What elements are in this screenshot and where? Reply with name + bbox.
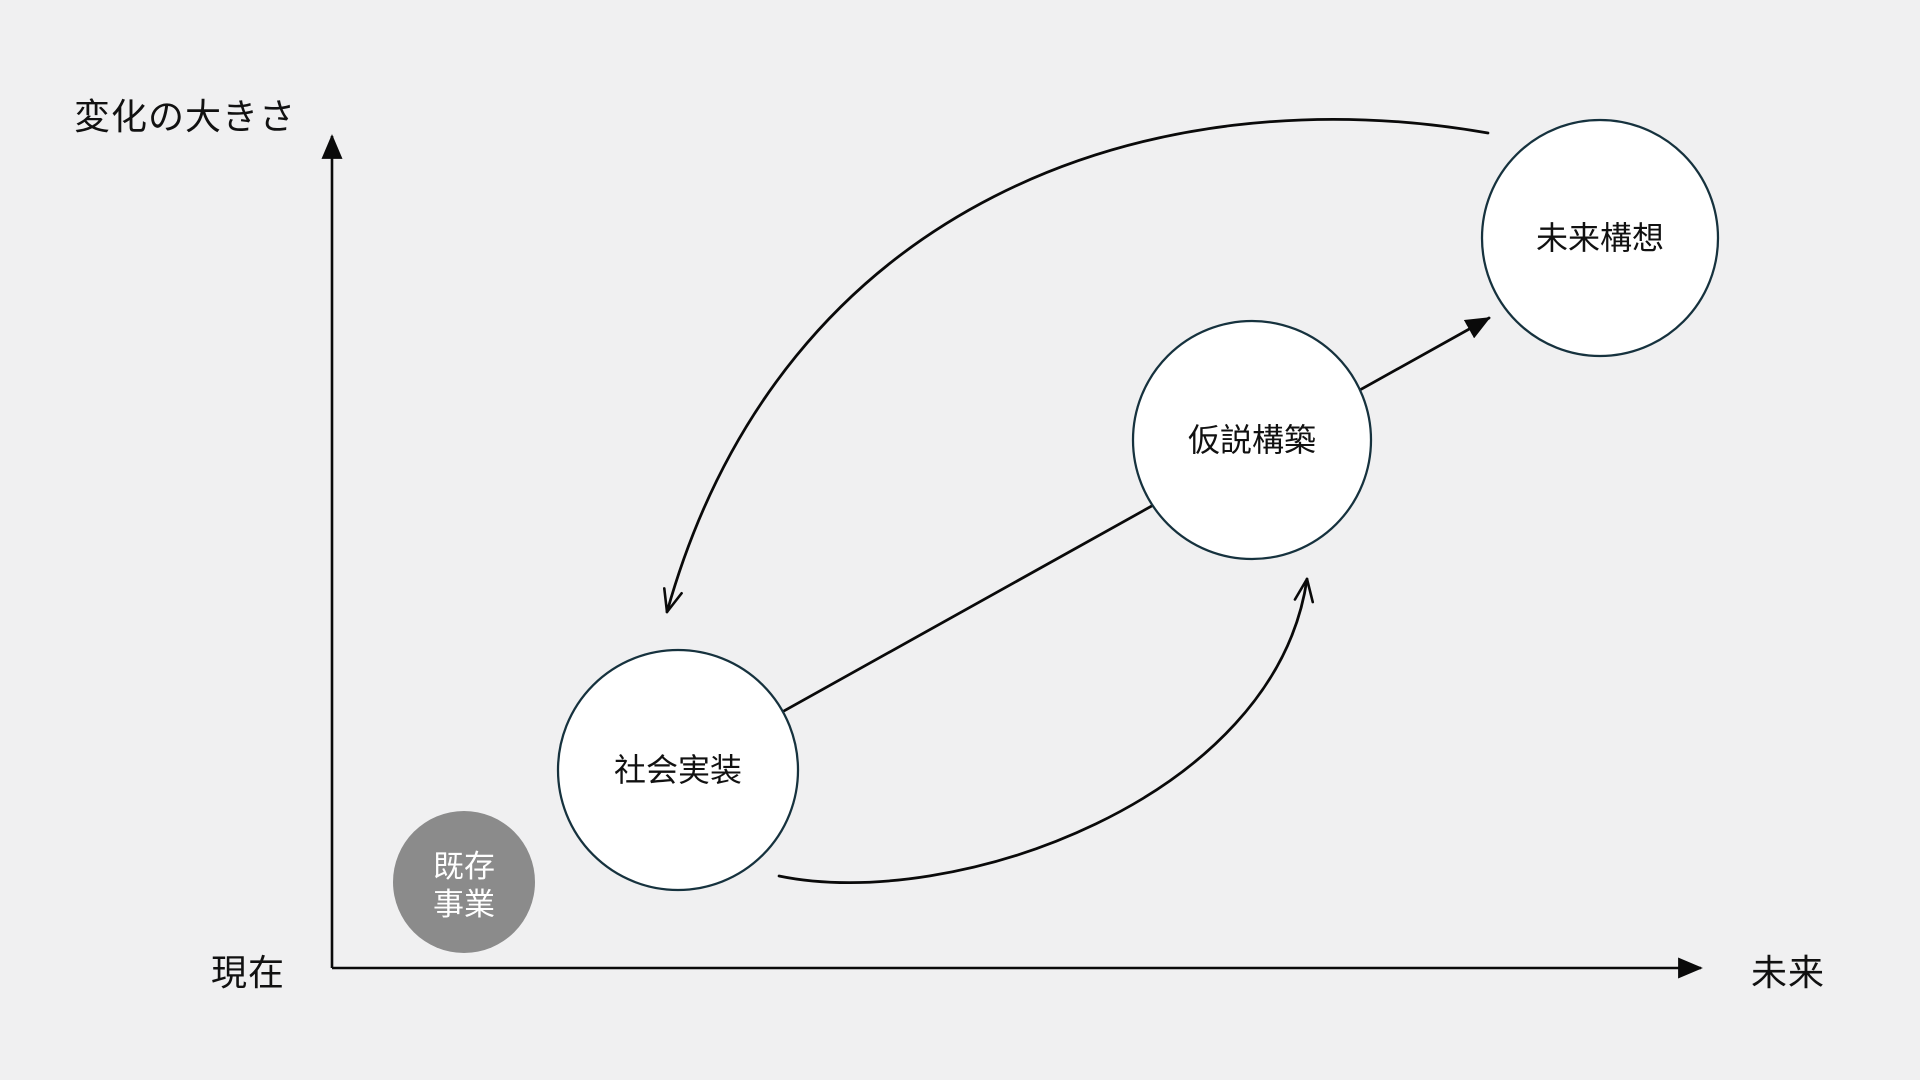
future-vision-circle [1480,118,1720,358]
arrow-implementation-to-hypothesis [777,577,1315,884]
node-social-implementation: 社会実装 [556,648,800,892]
social-implementation-circle [556,648,800,892]
social-implementation-label: 社会実装 [614,752,742,788]
x-axis-end-label: 未来 [1751,952,1825,993]
existing-business-label-line1: 既存 [433,849,495,884]
existing-business-label-line2: 事業 [433,887,495,922]
existing-business-circle [393,811,535,953]
hypothesis-building-label: 仮説構築 [1188,422,1316,458]
node-hypothesis-building: 仮説構築 [1131,319,1373,561]
node-existing-business: 既存 事業 [393,811,535,953]
hypothesis-building-circle [1131,319,1373,561]
arrow-vision-to-implementation [662,118,1490,614]
future-vision-label: 未来構想 [1536,220,1664,256]
x-axis-origin-label: 現在 [211,952,285,993]
y-axis-label: 変化の大きさ [74,96,296,137]
node-future-vision: 未来構想 [1480,118,1720,358]
